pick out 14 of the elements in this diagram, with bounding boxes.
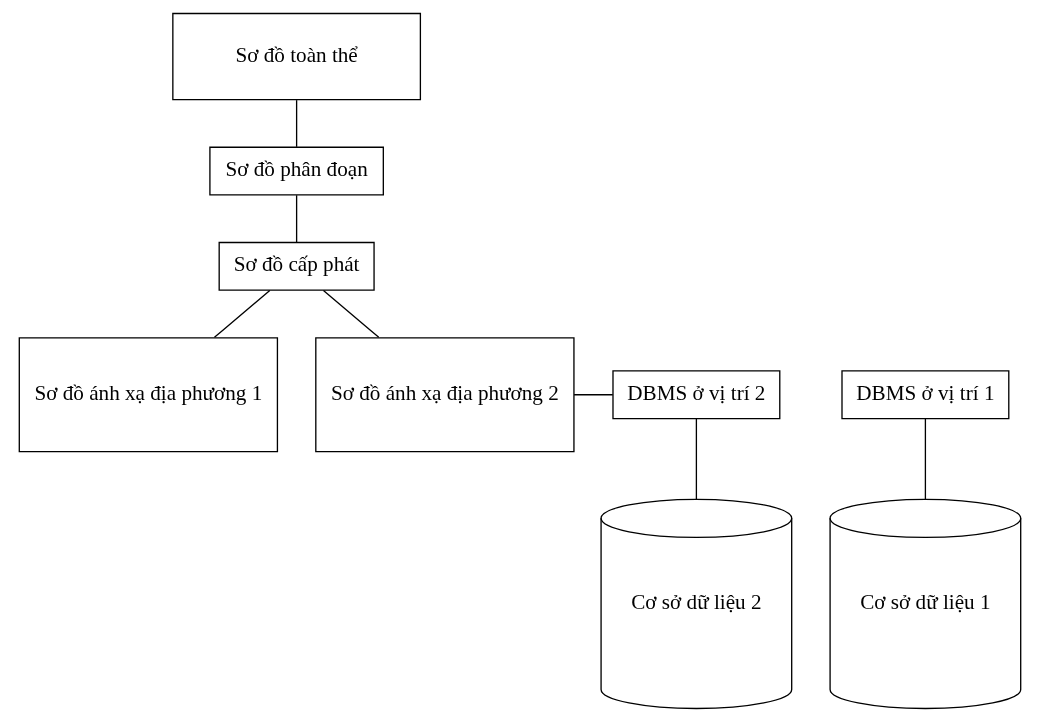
node-box: Sơ đồ cấp phát — [218, 241, 375, 291]
node-box: Sơ đồ phân đoạn — [209, 146, 384, 196]
connector — [924, 418, 927, 500]
node-box: DBMS ở vị trí 2 — [612, 370, 781, 420]
connector — [295, 194, 298, 244]
node-box: Sơ đồ ánh xạ địa phương 1 — [18, 337, 279, 453]
node-box: DBMS ở vị trí 1 — [841, 370, 1010, 420]
connector — [322, 289, 380, 339]
connector — [573, 394, 614, 396]
node-box: Sơ đồ ánh xạ địa phương 2 — [315, 337, 575, 453]
connector — [295, 99, 298, 148]
connector — [695, 418, 698, 500]
node-box: Sơ đồ toàn thể — [172, 12, 422, 101]
connector — [213, 289, 271, 339]
